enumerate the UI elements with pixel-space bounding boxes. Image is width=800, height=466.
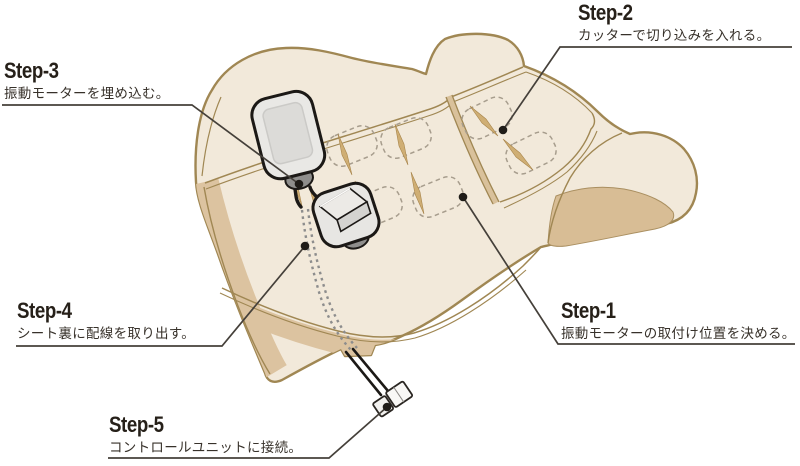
seat-silhouette [194, 32, 699, 383]
step-3-dot [294, 179, 304, 189]
step-1-description: 振動モーターの取付け位置を決める。 [561, 326, 796, 341]
leader-lines [2, 46, 795, 459]
step-3-leader [2, 104, 300, 185]
step-1-dot [458, 192, 468, 202]
step-2-label: Step-2 カッターで切り込みを入れる。 [578, 1, 770, 44]
leader-dots [294, 125, 508, 412]
vibration-motor-1 [250, 89, 327, 209]
step-4-dot [300, 241, 310, 251]
step-5-description: コントロールユニットに接続。 [109, 440, 303, 455]
connector-plug [372, 380, 414, 418]
step-2-description: カッターで切り込みを入れる。 [578, 28, 771, 43]
step-5-label: Step-5 コントロールユニットに接続。 [109, 413, 302, 456]
step-3-description: 振動モーターを埋め込む。 [4, 86, 170, 101]
step-2-leader [502, 46, 792, 131]
step-3-title: Step-3 [4, 58, 59, 83]
step-3-label: Step-3 振動モーターを埋め込む。 [4, 59, 170, 102]
step-1-title: Step-1 [561, 298, 616, 323]
wiring-harness [344, 347, 390, 397]
step-1-label: Step-1 振動モーターの取付け位置を決める。 [561, 299, 796, 342]
step-1-leader [462, 196, 795, 345]
seat-seams [201, 66, 598, 375]
step-5-dot [382, 402, 392, 412]
step-2-title: Step-2 [578, 0, 633, 25]
motor-1-plate [262, 101, 314, 165]
step-4-description: シート裏に配線を取り出す。 [17, 326, 196, 341]
step-5-leader [108, 406, 388, 459]
step-4-leader [16, 245, 306, 347]
step-4-label: Step-4 シート裏に配線を取り出す。 [17, 299, 195, 342]
hidden-wiring-route [300, 208, 358, 351]
step-5-title: Step-5 [109, 412, 164, 437]
step-2-dot [498, 125, 508, 135]
vibration-motor-2 [308, 181, 381, 250]
step-4-title: Step-4 [17, 298, 72, 323]
motor-2-body-front [336, 200, 372, 233]
wing-inner-face [547, 186, 675, 247]
